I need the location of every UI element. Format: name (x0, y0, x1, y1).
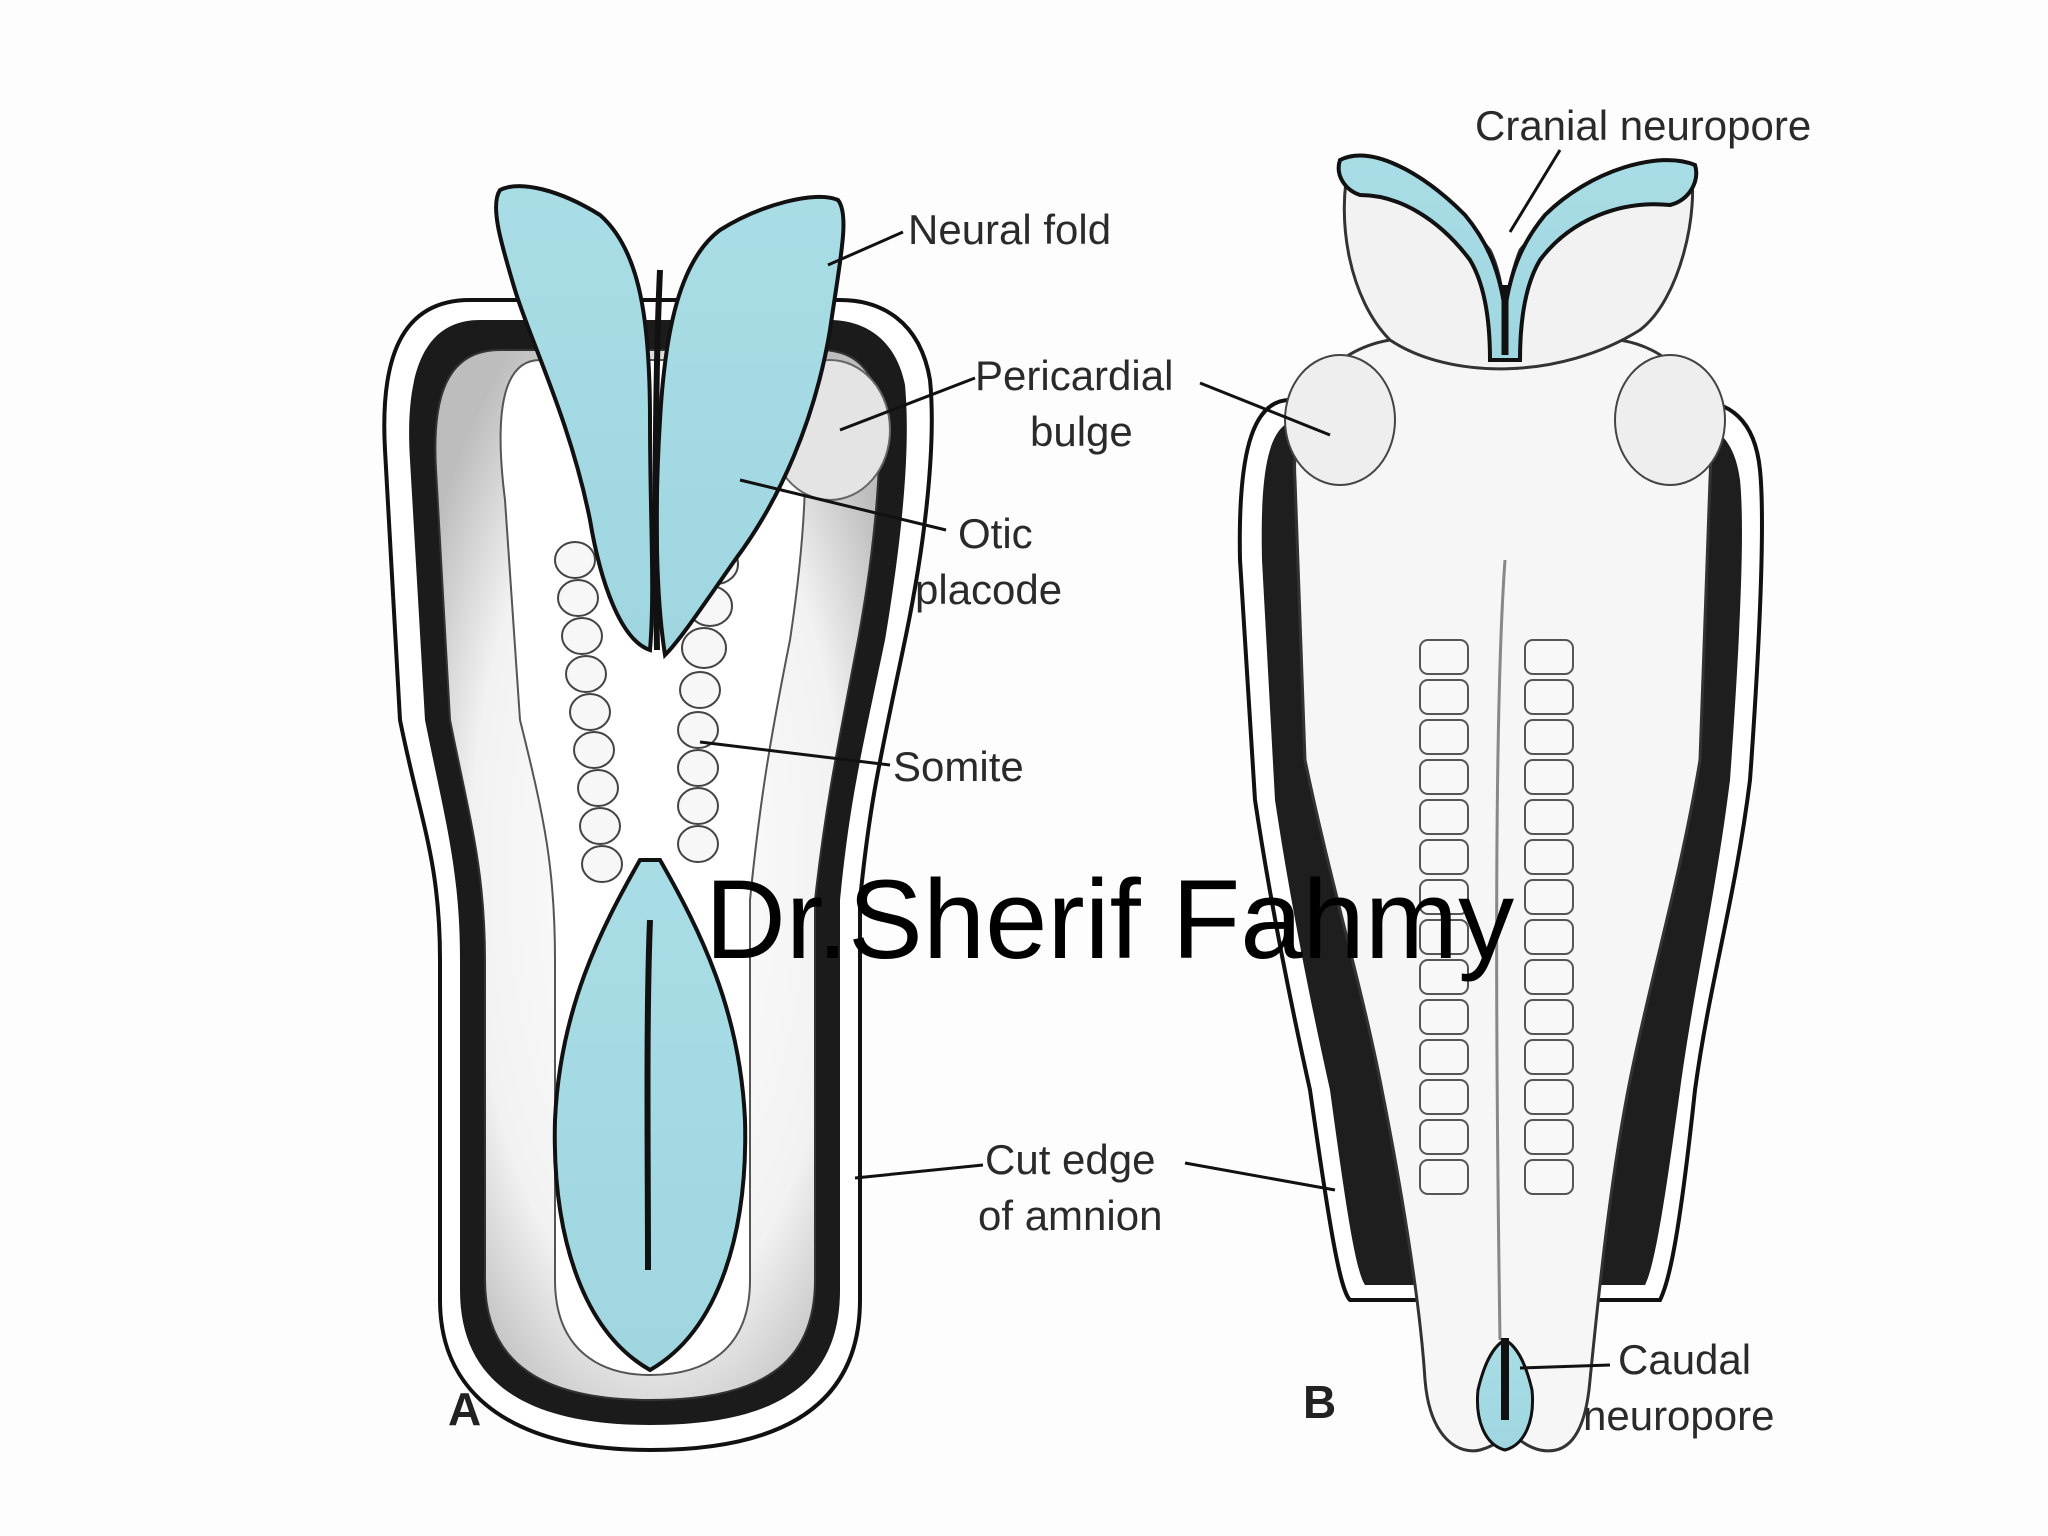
embryo-b (1237, 153, 1764, 1453)
neural-tube-b (1495, 559, 1507, 1341)
label-pericardial-2: bulge (1030, 408, 1133, 455)
neural-groove-a-upper (652, 269, 663, 651)
panel-label-a: A (448, 1383, 481, 1435)
neural-fold-a-left (493, 184, 655, 653)
label-cut-edge-2: of amnion (978, 1192, 1162, 1239)
label-neural-fold: Neural fold (908, 206, 1111, 253)
label-cut-edge-1: Cut edge (985, 1136, 1155, 1183)
somites-a-left (554, 541, 623, 883)
somites-b-right (1524, 639, 1574, 1195)
neural-groove-a-lower (644, 919, 653, 1271)
cranial-neural-fold-b (1336, 153, 1699, 362)
pericardial-bulge-b-left (1284, 354, 1396, 486)
label-somite: Somite (893, 743, 1024, 790)
label-cranial-neuropore: Cranial neuropore (1475, 102, 1811, 149)
neural-fold-a-right (654, 194, 846, 660)
label-otic-1: Otic (958, 510, 1033, 557)
label-otic-2: placode (915, 566, 1062, 613)
label-caudal-2: neuropore (1583, 1392, 1774, 1439)
label-pericardial-1: Pericardial (975, 352, 1173, 399)
somites-b-left (1419, 639, 1469, 1195)
embryo-a (382, 184, 934, 1453)
watermark-text: Dr.Sherif Fahmy (705, 857, 1514, 982)
pericardial-bulge-b-right (1614, 354, 1726, 486)
leader-lines (699, 149, 1611, 1370)
labels: Neural fold Pericardial bulge Otic placo… (448, 102, 1811, 1439)
label-caudal-1: Caudal (1618, 1336, 1751, 1383)
panel-label-b: B (1303, 1376, 1336, 1428)
